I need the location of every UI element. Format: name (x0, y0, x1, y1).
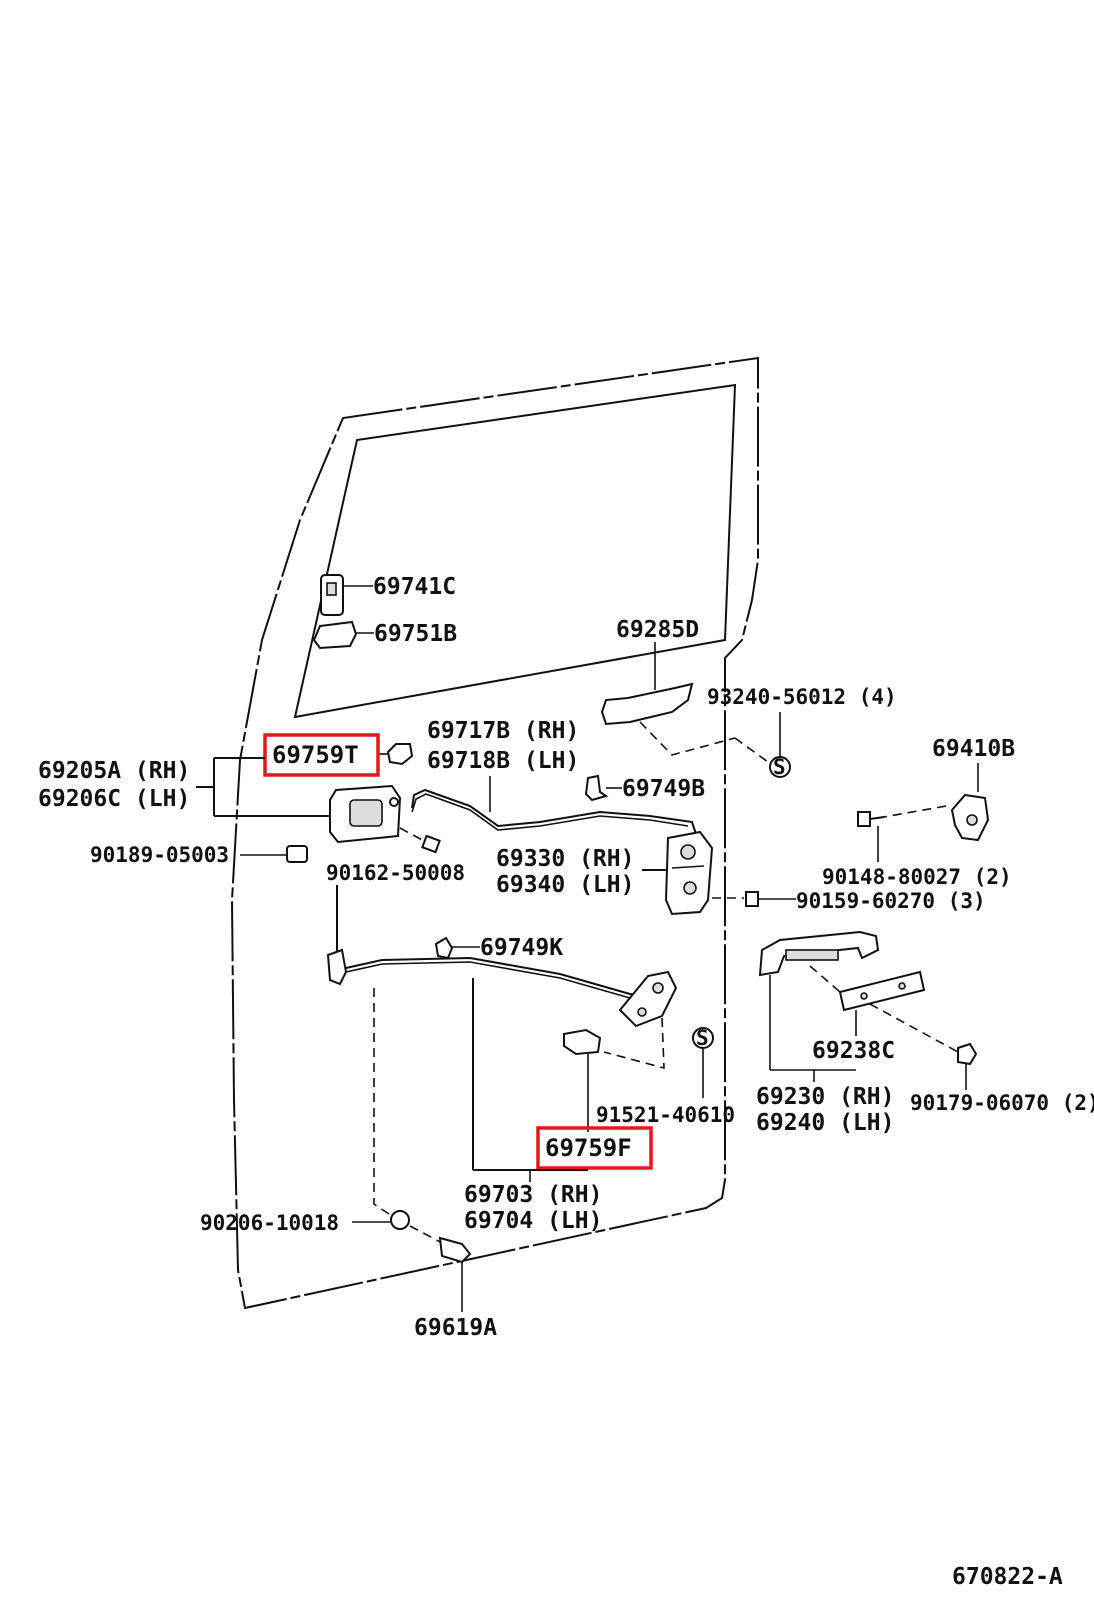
label-91521-40610: 91521-40610 (596, 1103, 735, 1127)
label-69704: 69704 (LH) (464, 1208, 602, 1234)
lock-rod-upper (411, 776, 697, 835)
label-90179-06070: 90179-06070 (2) (910, 1091, 1094, 1115)
label-69285d: 69285D (616, 617, 699, 643)
nut-90179-part (957, 1042, 978, 1090)
label-90148-80027: 90148-80027 (2) (822, 865, 1012, 889)
washer-90206-part (352, 988, 445, 1245)
label-69238c: 69238C (812, 1038, 895, 1064)
rod-bracket-69703 (472, 978, 588, 1182)
label-69206c: 69206C (LH) (38, 786, 190, 812)
clamp-69749b-part (584, 774, 622, 802)
label-69749b: 69749B (622, 776, 705, 802)
label-69759t: 69759T (272, 741, 359, 769)
screw-90162-part (399, 827, 441, 854)
knob-bezel-part (312, 620, 374, 650)
gasket-69238c-part (809, 965, 959, 1053)
label-69717b: 69717B (RH) (427, 718, 579, 744)
door-outline (230, 356, 759, 1310)
label-69749k: 69749K (480, 935, 563, 961)
screw-90159-part (712, 891, 796, 907)
label-69751b: 69751B (374, 621, 457, 647)
outside-handle-rear-part (758, 930, 880, 1082)
door-lock-assembly-part (642, 830, 714, 916)
clip-90189-part (240, 845, 308, 863)
s-symbol-top: S (773, 755, 786, 779)
label-69718b: 69718B (LH) (427, 748, 579, 774)
inside-handle-part (329, 784, 402, 844)
outside-handle-part (600, 642, 736, 756)
label-69759f: 69759F (545, 1134, 632, 1162)
bolt-69619a-part (438, 1236, 472, 1312)
highlight-box-69759f (536, 1126, 653, 1170)
clip-69759t-part (378, 743, 414, 766)
screw-s-symbol-lower: S (692, 1026, 714, 1098)
label-69330: 69330 (RH) (496, 846, 634, 872)
label-90189-05003: 90189-05003 (90, 843, 229, 867)
label-69205a: 69205A (RH) (38, 758, 190, 784)
diagram-code: 670822-A (952, 1564, 1063, 1590)
lower-remote-lever-part (603, 970, 678, 1070)
label-69240: 69240 (LH) (756, 1110, 894, 1136)
label-69741c: 69741C (373, 574, 456, 600)
striker-part (950, 763, 990, 842)
label-90162-50008: 90162-50008 (326, 861, 465, 885)
connector-69759f-part (563, 1028, 602, 1132)
s-symbol-bottom: S (696, 1026, 709, 1050)
label-69619a: 69619A (414, 1315, 497, 1341)
label-69703: 69703 (RH) (464, 1182, 602, 1208)
label-69410b: 69410B (932, 736, 1015, 762)
inside-handle-bracket (196, 757, 330, 817)
lock-knob-part (320, 574, 373, 616)
highlight-box-69759t (263, 733, 380, 777)
striker-bolt-part (857, 804, 953, 862)
label-90159-60270: 90159-60270 (3) (796, 889, 986, 913)
label-90206-10018: 90206-10018 (200, 1211, 339, 1235)
label-93240-56012: 93240-56012 (4) (707, 685, 897, 709)
label-69340: 69340 (LH) (496, 872, 634, 898)
clamp-69749k-part (434, 936, 480, 960)
screw-s-symbol: S (734, 712, 791, 779)
label-69230: 69230 (RH) (756, 1084, 894, 1110)
